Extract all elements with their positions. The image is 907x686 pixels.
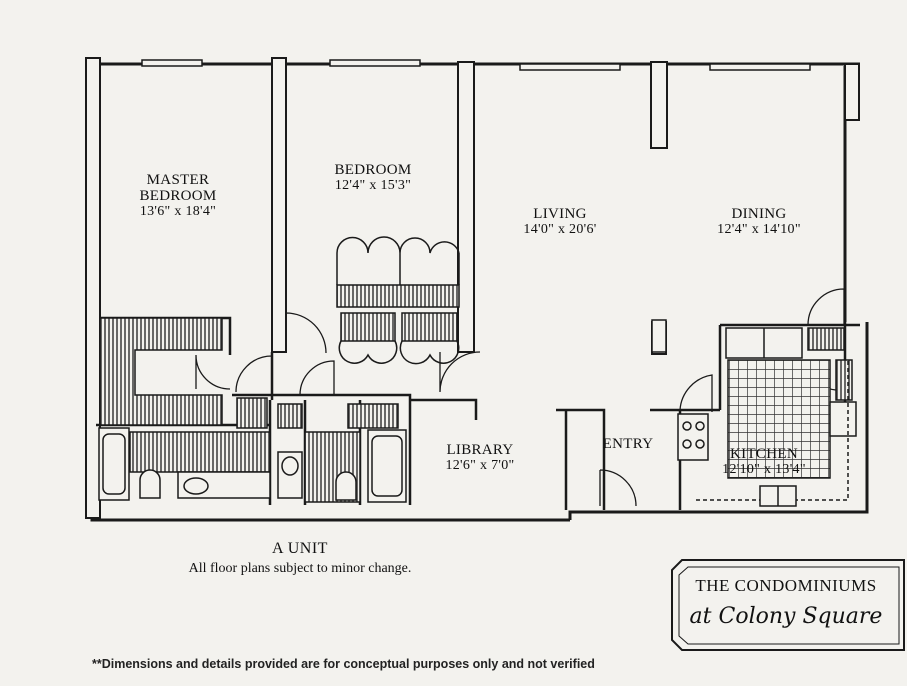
master-bedroom-name-1: MASTER bbox=[146, 172, 210, 188]
living-name: LIVING bbox=[533, 206, 587, 222]
kitchen-fixtures bbox=[651, 319, 857, 507]
brand-block: THE CONDOMINIUMS at Colony Square bbox=[668, 560, 904, 650]
bathrooms bbox=[98, 397, 407, 503]
unit-caption: A UNIT All floor plans subject to minor … bbox=[100, 540, 500, 577]
kitchen-label: KITCHEN 12'10" x 13'4" bbox=[706, 446, 822, 478]
brand-frame bbox=[671, 559, 905, 651]
dining-name: DINING bbox=[731, 206, 787, 222]
brand-subtitle: at Colony Square bbox=[689, 604, 883, 629]
columns bbox=[85, 57, 860, 519]
dining-dimensions: 12'4" x 14'10" bbox=[717, 222, 801, 237]
library-name: LIBRARY bbox=[446, 442, 514, 458]
unit-title: A UNIT bbox=[272, 540, 328, 557]
bedroom-dimensions: 12'4" x 15'3" bbox=[334, 178, 412, 193]
kitchen-dimensions: 12'10" x 13'4" bbox=[722, 462, 806, 477]
dining-label: DINING 12'4" x 14'10" bbox=[694, 206, 824, 238]
master-bedroom-dimensions: 13'6" x 18'4" bbox=[139, 204, 217, 219]
bedroom-closets bbox=[336, 236, 460, 365]
living-label: LIVING 14'0" x 20'6' bbox=[505, 206, 615, 238]
bedroom-name: BEDROOM bbox=[334, 162, 412, 178]
master-bedroom-label: MASTER BEDROOM 13'6" x 18'4" bbox=[128, 172, 228, 220]
living-dimensions: 14'0" x 20'6' bbox=[523, 222, 597, 237]
brand-title: THE CONDOMINIUMS bbox=[695, 576, 877, 595]
entry-label: ENTRY bbox=[592, 436, 664, 452]
library-label: LIBRARY 12'6" x 7'0" bbox=[430, 442, 530, 474]
bedroom-label: BEDROOM 12'4" x 15'3" bbox=[318, 162, 428, 194]
entry-name: ENTRY bbox=[602, 436, 654, 452]
master-bedroom-name-2: BEDROOM bbox=[139, 188, 217, 204]
unit-note: All floor plans subject to minor change. bbox=[188, 561, 412, 576]
library-dimensions: 12'6" x 7'0" bbox=[445, 458, 515, 473]
windows bbox=[141, 59, 811, 71]
kitchen-name: KITCHEN bbox=[730, 446, 798, 462]
door-swings bbox=[195, 288, 845, 507]
master-closet bbox=[99, 317, 223, 426]
disclaimer-text: **Dimensions and details provided are fo… bbox=[92, 657, 595, 671]
